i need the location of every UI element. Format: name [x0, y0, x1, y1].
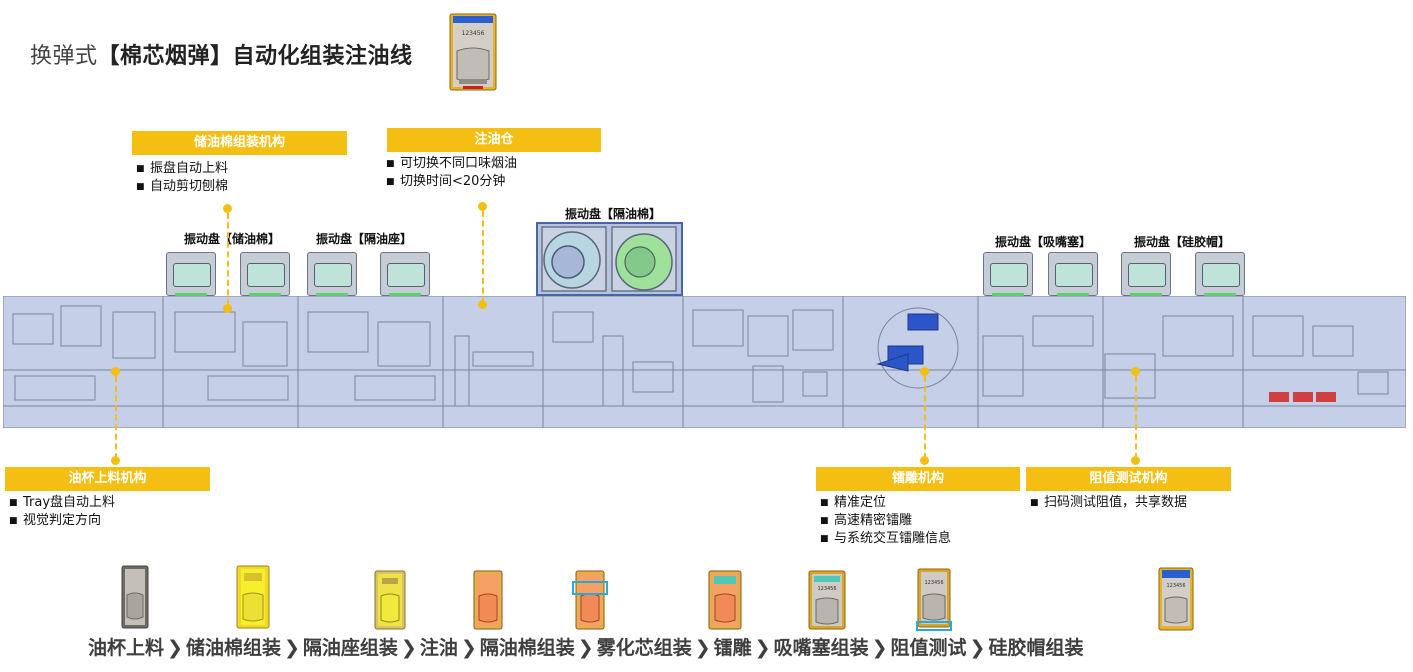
chevron-right-icon: ❯ [400, 637, 417, 659]
nozzle-code: 123456 [924, 580, 943, 586]
chevron-right-icon: ❯ [871, 637, 888, 659]
bullet-item: 可切换不同口味烟油 [386, 155, 517, 173]
step-seat: 隔油座组装 [302, 637, 398, 659]
callout-cup-title: 油杯上料机构 [5, 467, 210, 491]
bullet-item: 自动剪切刨棉 [136, 178, 228, 196]
product-stage-cap: 123456 [1158, 567, 1194, 631]
step-barrier: 隔油棉组装 [479, 637, 575, 659]
callout-resistance-bullets: 扫码测试阻值，共享数据 [1030, 494, 1187, 512]
step-nozzle: 吸嘴塞组装 [773, 637, 869, 659]
engrave-code: 123456 [817, 586, 836, 592]
vibratory-feeder [307, 252, 357, 303]
marker-dot [223, 304, 232, 313]
vibratory-feeder [1048, 252, 1098, 303]
marker-line [1135, 376, 1137, 459]
marker-dot [478, 300, 487, 309]
marker-line [115, 376, 117, 459]
callout-cotton-bullets: 振盘自动上料 自动剪切刨棉 [136, 160, 228, 196]
chevron-right-icon: ❯ [694, 637, 711, 659]
callout-resistance-title: 阻值测试机构 [1026, 467, 1231, 491]
callout-cup-bullets: Tray盘自动上料 视觉判定方向 [9, 494, 115, 530]
page-title: 换弹式【棉芯烟弹】自动化组装注油线 [30, 38, 413, 70]
vibratory-feeder [983, 252, 1033, 303]
marker-line [482, 211, 484, 303]
feeder-label-cap: 振动盘【硅胶帽】 [1134, 235, 1231, 249]
marker-line [227, 213, 229, 305]
feeder-label-seat: 振动盘【隔油座】 [316, 232, 413, 246]
step-oil: 注油 [419, 637, 458, 659]
marker-dot [920, 456, 929, 465]
step-resistance: 阻值测试 [890, 637, 967, 659]
chevron-right-icon: ❯ [577, 637, 594, 659]
chevron-right-icon: ❯ [460, 637, 477, 659]
product-stage-seat [374, 570, 406, 630]
chevron-right-icon: ❯ [754, 637, 771, 659]
step-cup: 油杯上料 [88, 637, 165, 659]
marker-dot [1131, 456, 1140, 465]
callout-cotton-title: 储油棉组装机构 [132, 131, 347, 155]
feeder-label-barrier: 振动盘【隔油棉】 [565, 207, 662, 221]
bullet-item: 振盘自动上料 [136, 160, 228, 178]
callout-oil-bin-bullets: 可切换不同口味烟油 切换时间<20分钟 [386, 155, 517, 191]
title-bold: 【棉芯烟弹】自动化组装注油线 [97, 44, 413, 69]
bullet-item: 与系统交互镭雕信息 [820, 530, 951, 548]
product-stage-oil [473, 570, 503, 630]
product-stage-cotton [236, 565, 270, 629]
chevron-right-icon: ❯ [283, 637, 300, 659]
cap-code: 123456 [1166, 583, 1185, 589]
product-stage-cup [121, 565, 149, 629]
marker-dot [1131, 367, 1140, 376]
title-prefix: 换弹式 [30, 44, 98, 69]
vibratory-feeder [1195, 252, 1245, 303]
step-engrave: 镭雕 [713, 637, 752, 659]
barrier-cotton-feeder [536, 222, 683, 296]
vibratory-feeder [166, 252, 216, 303]
step-core: 雾化芯组装 [596, 637, 692, 659]
hero-product-code: 123456 [462, 30, 485, 37]
bullet-item: 视觉判定方向 [9, 512, 115, 530]
step-cotton: 储油棉组装 [185, 637, 281, 659]
vibratory-feeder [1121, 252, 1171, 303]
chevron-right-icon: ❯ [167, 637, 183, 659]
process-step-row: 油杯上料❯储油棉组装❯隔油座组装❯注油❯隔油棉组装❯雾化芯组装❯镭雕❯吸嘴塞组装… [88, 633, 1083, 660]
product-stage-core [708, 570, 742, 630]
marker-dot [111, 456, 120, 465]
assembly-line-machine [3, 296, 1406, 428]
product-stage-barrier [572, 570, 608, 630]
bullet-item: 精准定位 [820, 494, 951, 512]
chevron-right-icon: ❯ [969, 637, 986, 659]
vibratory-feeder [380, 252, 430, 303]
callout-engrave-bullets: 精准定位 高速精密镭雕 与系统交互镭雕信息 [820, 494, 951, 548]
callout-engrave-title: 镭雕机构 [816, 467, 1020, 491]
bullet-item: Tray盘自动上料 [9, 494, 115, 512]
feeder-label-cotton: 振动盘【储油棉】 [184, 232, 281, 246]
vibratory-feeder [240, 252, 290, 303]
bullet-item: 高速精密镭雕 [820, 512, 951, 530]
marker-dot [920, 367, 929, 376]
marker-line [924, 376, 926, 459]
callout-oil-bin-title: 注油仓 [387, 128, 601, 152]
product-stage-engrave: 123456 [808, 570, 846, 630]
hero-cartridge-image: 123456 [449, 13, 497, 91]
bullet-item: 切换时间<20分钟 [386, 173, 517, 191]
step-cap: 硅胶帽组装 [988, 637, 1084, 659]
marker-dot [478, 202, 487, 211]
marker-dot [111, 367, 120, 376]
bullet-item: 扫码测试阻值，共享数据 [1030, 494, 1187, 512]
marker-dot [223, 204, 232, 213]
feeder-label-nozzle: 振动盘【吸嘴塞】 [995, 235, 1092, 249]
product-stage-nozzle: 123456 [916, 568, 952, 631]
